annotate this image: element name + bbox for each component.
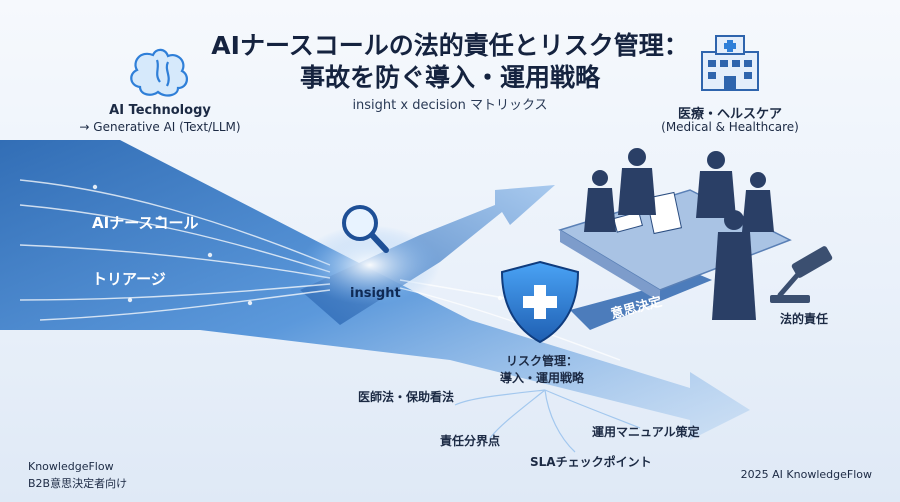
medical-subheading: (Medical & Healthcare) <box>661 120 799 134</box>
people-meeting-icon <box>558 148 792 320</box>
title-line-1: AIナースコールの法的責任とリスク管理： <box>211 31 689 60</box>
gavel-icon <box>770 246 833 303</box>
branch-label-medical-law: 医師法・保助看法 <box>358 390 455 404</box>
ai-heading: AI Technology <box>109 103 211 118</box>
label-risk-line-2: 導入・運用戦略 <box>499 371 585 385</box>
branch-label-manual: 運用マニュアル策定 <box>592 425 700 439</box>
medical-heading: 医療・ヘルスケア <box>677 107 783 122</box>
label-insight: insight <box>350 286 401 301</box>
brain-icon <box>130 48 188 97</box>
magnifier-icon <box>342 205 389 253</box>
title-line-2: 事故を防ぐ導入・運用戦略 <box>299 63 600 92</box>
subtitle: insight x decision マトリックス <box>352 98 548 113</box>
label-ai-nurse-call: AIナースコール <box>92 214 199 232</box>
branch-label-sla: SLAチェックポイント <box>530 455 652 469</box>
insight-glow <box>300 225 440 305</box>
label-legal-liability: 法的責任 <box>780 312 829 326</box>
hospital-icon <box>701 35 759 91</box>
shield-cross-icon <box>500 260 580 344</box>
footer-audience: B2B意思決定者向け <box>28 477 128 490</box>
decision-band <box>570 275 712 330</box>
branch-label-responsibility: 責任分界点 <box>440 434 501 448</box>
label-risk-line-1: リスク管理： <box>505 354 579 368</box>
footer-copyright: 2025 AI KnowledgeFlow <box>740 468 872 481</box>
footer-brand: KnowledgeFlow <box>28 460 114 473</box>
branch-lines <box>454 389 641 453</box>
ai-subheading: → Generative AI (Text/LLM) <box>79 120 241 134</box>
circuit-lines <box>19 179 621 361</box>
label-triage: トリアージ <box>92 270 166 288</box>
